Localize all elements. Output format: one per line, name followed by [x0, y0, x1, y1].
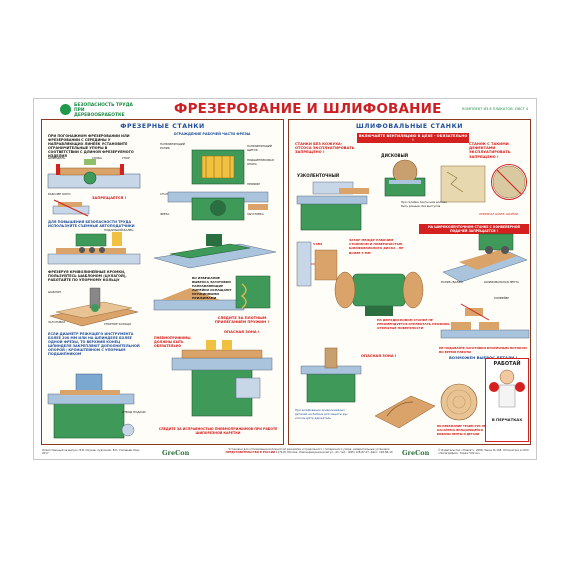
belt-sander-illustration	[296, 181, 369, 231]
disc-sander-label: ДИСКОВЫЙ	[381, 153, 409, 158]
label-bearing-support: Подшипниковая опора	[247, 158, 274, 166]
conveyor-forbid-banner: НА ШИРОКОЛЕНТОЧНОМ СТАНКЕ С КОНВЕЙЕРНОЙ …	[419, 224, 529, 234]
label-blank: Заготовка	[247, 212, 264, 216]
footer-rep-line: ПРЕДСТАВИТЕЛЬСТВО В РОССИИ 117418, Москв…	[219, 451, 399, 454]
disc-sander-illustration	[384, 159, 426, 197]
label-roller: Ролик (валик)	[441, 280, 464, 284]
part-ejection-warning: ВОЗМОЖЕН ВЫБРОС ДЕТАЛИ !	[449, 355, 518, 360]
sanding-title: ШЛИФОВАЛЬНЫЕ СТАНКИ	[355, 123, 464, 130]
spring-clamp-note: ВО ИЗБЕЖАНИЕ ВЫБРОСА ЗАГОТОВКИ НАПРАВЛЯЮ…	[192, 276, 232, 300]
watch-springs-warning: СЛЕДИТЕ ЗА ПЛОТНЫМ ПРИЛЕГАНИЕМ ПРУЖИН !	[214, 316, 270, 325]
label-stop: Упор	[122, 156, 130, 160]
ventilation-banner: ВКЛЮЧАЙТЕ ВЕНТИЛЯЦИЮ В ЦЕХЕ - ОБЯЗАТЕЛЬН…	[357, 133, 469, 143]
grecon-logo-left: GreCon	[162, 449, 190, 457]
wide-belt-conveyor-illustration	[442, 233, 528, 283]
footer-right-credits: © Издательство «Плакат», 2008. Заказ № 1…	[438, 449, 529, 455]
label-clamp: Прижим	[247, 182, 260, 186]
spindle-support-note: ЕСЛИ ДИАМЕТР РЕЖУЩЕГО ИНСТРУМЕНТА БОЛЕЕ …	[48, 332, 140, 356]
no-guard-warning: СТАНКИ БЕЗ КОЖУХА-ОТСОСА ЭКСПЛУАТИРОВАТЬ…	[295, 142, 355, 155]
bobbin-warning: ВО ИЗБЕЖАНИЕ ТРАВМ РУК НЕ КАСАЙТЕСЬ ВРАЩ…	[437, 424, 486, 437]
label-bracket: Скоба	[92, 156, 102, 160]
safety-poster: БЕЗОПАСНОСТЬ ТРУДА ПРИ ДЕРЕВООБРАБОТКЕ Ф…	[33, 98, 537, 460]
gloves-sign-bottom: В ПЕРЧАТКАХ	[491, 417, 523, 422]
stops-illustration	[47, 159, 141, 189]
feed-restriction-note: НЕ ПОДАВАЙТЕ ЗАГОТОВКИ ВТОРИЧНЫМ ПОТОКОМ…	[439, 346, 527, 355]
gloves-sign: РАБОТАЙ В ПЕРЧАТКАХ	[485, 358, 529, 442]
footer-products: Установки для оптимизации волокнистой ра…	[228, 448, 390, 451]
logo-line-1: БЕЗОПАСНОСТЬ ТРУДА	[74, 103, 133, 108]
label-conveyor: Конвейер	[494, 296, 509, 300]
defects-forbidden-warning: СТАНОК С ТАКИМИ ДЕФЕКТАМИ ЭКСПЛУАТИРОВАТ…	[469, 142, 511, 159]
worker-gloves-icon	[489, 369, 525, 408]
safety-logo-icon	[60, 104, 71, 115]
logo-text: БЕЗОПАСНОСТЬ ТРУДА ПРИ ДЕРЕВООБРАБОТКЕ	[74, 103, 134, 118]
cutter-guard-illustration	[167, 149, 269, 221]
label-cutter: Фреза	[160, 212, 170, 216]
disc-check-note: ОРИГИНАЛ ШЛИФ. ШКУРКИ	[479, 212, 519, 216]
label-spindle: Шпиндель	[48, 156, 66, 160]
sanding-panel: ШЛИФОВАЛЬНЫЕ СТАНКИ ВКЛЮЧАЙТЕ ВЕНТИЛЯЦИЮ…	[288, 119, 531, 445]
belt-sander-label: УЗКОЛЕНТОЧНЫЙ	[297, 173, 340, 178]
label-template: Шаблон	[48, 290, 62, 294]
autofeeder-note: ДЛЯ ПОВЫШЕНИЯ БЕЗОПАСНОСТИ ТРУДА ИСПОЛЬЗ…	[48, 220, 135, 228]
forbidden-stop-illustration	[52, 199, 90, 217]
damaged-belt-illustration	[440, 164, 527, 203]
milling-intro: ПРИ ПОГОНАЖНОМ ФРЕЗЕРОВАНИИ ИЛИ ФРЕЗЕРОВ…	[48, 134, 134, 158]
gap-size-label: 5 мм	[313, 242, 323, 246]
twin-disc-note: НА ДВУХДИСКОВОМ СТАНКЕ НЕ РЕКОМЕНДУЕТСЯ …	[377, 318, 452, 331]
footer-address: 117418, Москва, Новочеремушкинская ул., …	[275, 451, 393, 455]
footer-rep: ПРЕДСТАВИТЕЛЬСТВО В РОССИИ	[225, 451, 276, 455]
danger-zone-label-left: ОПАСНАЯ ЗОНА !	[224, 330, 260, 334]
bobbin-illustration	[440, 383, 478, 421]
guard-title: ОГРАЖДЕНИЕ РАБОЧЕЙ ЧАСТИ ФРЕЗЫ	[173, 132, 251, 136]
autofeeder-illustration	[47, 232, 141, 265]
pneumatic-clamp-note: ПНЕВМОПРИЖИМЫ ДОЛЖНЫ БЫТЬ ОБЯЗАТЕЛЬНО	[154, 336, 191, 349]
milling-panel: ФРЕЗЕРНЫЕ СТАНКИ ПРИ ПОГОНАЖНОМ ФРЕЗЕРОВ…	[41, 119, 284, 445]
gap-warning: ЗАЗОР МЕЖДУ РАБОЧИМ СТОЛИКОМ И ПОВЕРХНОС…	[349, 238, 404, 255]
feed-restriction-illustration	[440, 303, 530, 339]
spring-clamp-illustration	[153, 234, 277, 269]
label-guide-roller: Направляющий ролик	[160, 142, 185, 150]
tenon-machine-illustration	[171, 340, 273, 417]
label-stop-ring: Упорное кольцо	[104, 322, 132, 326]
kit-label: КОМПЛЕКТ ИЗ 6 ПЛАКАТОВ. ЛИСТ 4	[461, 107, 528, 111]
spindle-machine-illustration	[47, 373, 135, 439]
footer-left-credits: Ответственный за выпуск: В.В. Окунев. Ху…	[42, 449, 141, 455]
gloves-sign-top: РАБОТАЙ	[493, 361, 521, 367]
poster-title: ФРЕЗЕРОВАНИЕ И ШЛИФОВАНИЕ	[174, 101, 442, 117]
poster-footer: Ответственный за выпуск: В.В. Окунев. Ху…	[34, 447, 536, 459]
label-guide-shield: Направляющий щиток	[247, 144, 272, 152]
template-illustration	[49, 287, 139, 327]
footer-center: Установки для оптимизации волокнистой ра…	[219, 448, 399, 454]
logo-line-2: ПРИ ДЕРЕВООБРАБОТКЕ	[74, 108, 125, 118]
label-feed-outlet: Отвод подачи	[122, 410, 146, 414]
drum-sander-illustration	[300, 347, 362, 403]
danger-zone-label-right: ОПАСНАЯ ЗОНА !	[361, 354, 397, 358]
gap-detail-illustration	[296, 241, 338, 287]
double-disc-sander-illustration	[334, 271, 424, 316]
profile-workpiece-illustration	[374, 395, 436, 429]
label-workpiece: Заготовка	[48, 320, 66, 324]
spring-clamps-closeup	[153, 275, 271, 311]
label-sanding-belt: Шлифовальная лента	[484, 280, 519, 284]
forbidden-label-1: ЗАПРЕЩАЕТСЯ !	[92, 196, 127, 200]
curve-note: ФРЕЗЕРУЯ КРИВОЛИНЕЙНЫЕ КРОМКИ, ПОЛЬЗУЙТЕ…	[48, 270, 127, 282]
label-work-window: Рабочее окно	[48, 192, 71, 196]
label-table: Стол	[160, 192, 168, 196]
label-feed-roller: Подающий валец	[104, 228, 134, 232]
belt-seam-note: При склейке ленты шов должен быть ровным…	[401, 200, 447, 208]
milling-title: ФРЕЗЕРНЫЕ СТАНКИ	[120, 123, 205, 130]
grecon-logo-right: GreCon	[402, 449, 430, 457]
pneumatic-clamp-bottom-note: СЛЕДИТЕ ЗА ИСПРАВНОСТЬЮ ПНЕВМОПРИЖИМОВ П…	[158, 427, 278, 436]
poster-header: БЕЗОПАСНОСТЬ ТРУДА ПРИ ДЕРЕВООБРАБОТКЕ Ф…	[34, 99, 536, 129]
drum-holder-note: При шлифовании криволинейных деталей на …	[295, 408, 348, 420]
